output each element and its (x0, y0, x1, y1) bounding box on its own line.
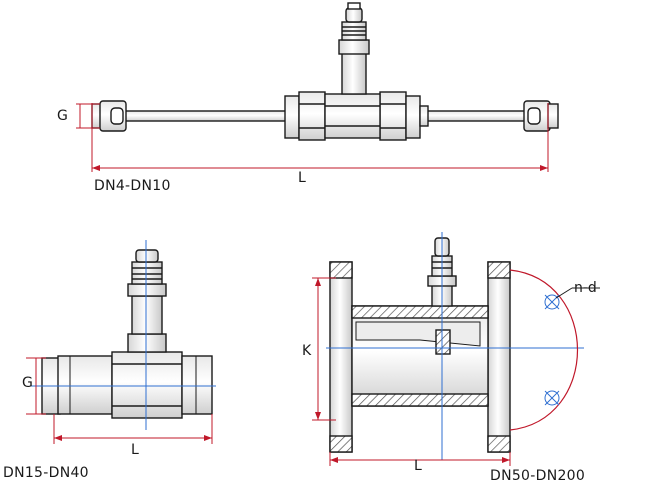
mid-meter-caption: DN15-DN40 (3, 465, 89, 481)
meter-body (111, 351, 183, 419)
meter-body (324, 93, 381, 139)
mid-meter (41, 249, 213, 419)
mid-meter-dimensions (26, 357, 213, 444)
left-union-nut (284, 91, 326, 141)
bolt-holes (544, 294, 560, 406)
small-meter (91, 2, 559, 141)
pipe-body (351, 305, 489, 407)
left-pipe-section (57, 355, 113, 415)
sensor-head (338, 2, 370, 95)
small-meter-length-label: L (298, 170, 306, 186)
flanged-meter-length-label: L (414, 458, 422, 474)
small-meter-dimensions (76, 103, 549, 172)
sensor-head (127, 249, 167, 353)
n-d-leader (555, 287, 573, 299)
right-tube (424, 110, 530, 122)
mid-meter-height-label: G (22, 375, 33, 391)
small-meter-caption: DN4-DN10 (94, 178, 171, 194)
right-end-fitting (523, 100, 559, 132)
right-flange (487, 261, 511, 453)
flanged-meter-height-label: K (302, 343, 312, 359)
small-meter-height-label: G (57, 108, 68, 124)
left-end-fitting (91, 100, 127, 132)
right-union-nut (379, 91, 429, 141)
flanged-meter-bolts-label: n-d (574, 280, 597, 296)
bolt-circle-arc (509, 269, 579, 431)
left-tube (117, 110, 287, 122)
left-flange (329, 261, 353, 453)
mid-meter-length-label: L (131, 442, 139, 458)
flanged-meter-caption: DN50-DN200 (490, 468, 586, 484)
flanged-meter (329, 237, 511, 453)
right-pipe-section (181, 355, 213, 415)
flanged-meter-dimensions (312, 277, 511, 466)
